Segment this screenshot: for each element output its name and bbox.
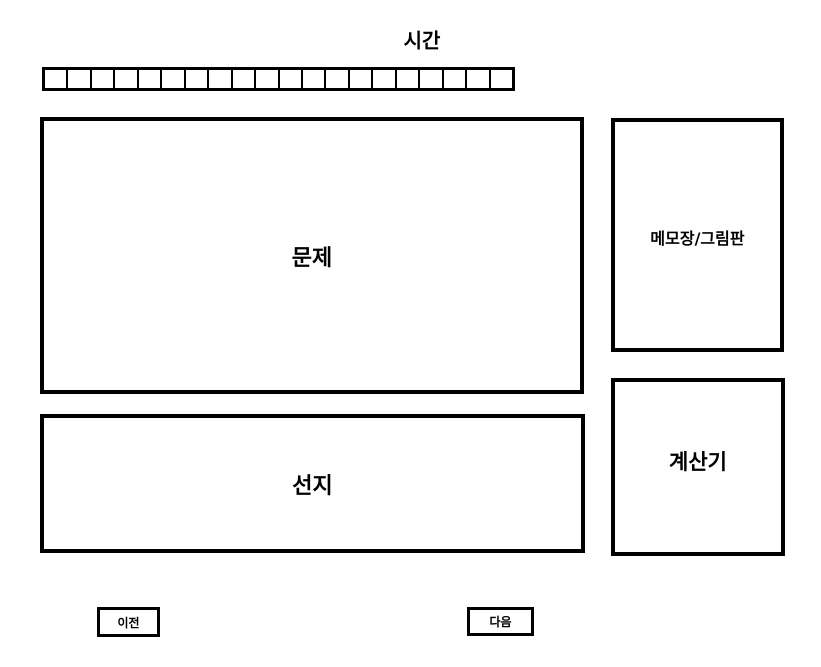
- choices-panel-label: 선지: [292, 473, 333, 499]
- memo-drawing-panel-label: 메모장/그림판: [650, 229, 745, 248]
- timer-segment: [326, 70, 350, 88]
- question-panel: 문제: [40, 117, 584, 394]
- prev-button[interactable]: 이전: [97, 607, 160, 637]
- timer-label: 시간: [403, 28, 441, 53]
- timer-segment: [45, 70, 69, 88]
- calculator-panel[interactable]: 계산기: [611, 378, 785, 556]
- timer-segment: [256, 70, 280, 88]
- memo-drawing-panel[interactable]: 메모장/그림판: [611, 118, 784, 352]
- timer-segment: [139, 70, 163, 88]
- timer-segment: [115, 70, 139, 88]
- timer-segment: [68, 70, 92, 88]
- timer-segment: [350, 70, 374, 88]
- timer-segment: [420, 70, 444, 88]
- timer-segment: [491, 70, 512, 88]
- timer-segment: [303, 70, 327, 88]
- choices-panel[interactable]: 선지: [40, 414, 585, 553]
- timer-segment: [444, 70, 468, 88]
- timer-segment: [186, 70, 210, 88]
- timer-segment: [162, 70, 186, 88]
- timer-segment: [467, 70, 491, 88]
- timer-segment: [233, 70, 257, 88]
- timer-segment: [209, 70, 233, 88]
- question-panel-label: 문제: [291, 245, 333, 271]
- next-button[interactable]: 다음: [467, 607, 534, 636]
- timer-segment: [280, 70, 303, 88]
- timer-segment: [92, 70, 116, 88]
- timer-segment: [397, 70, 421, 88]
- timer-progress-bar: [42, 67, 515, 91]
- timer-segment: [373, 70, 397, 88]
- calculator-panel-label: 계산기: [669, 450, 727, 474]
